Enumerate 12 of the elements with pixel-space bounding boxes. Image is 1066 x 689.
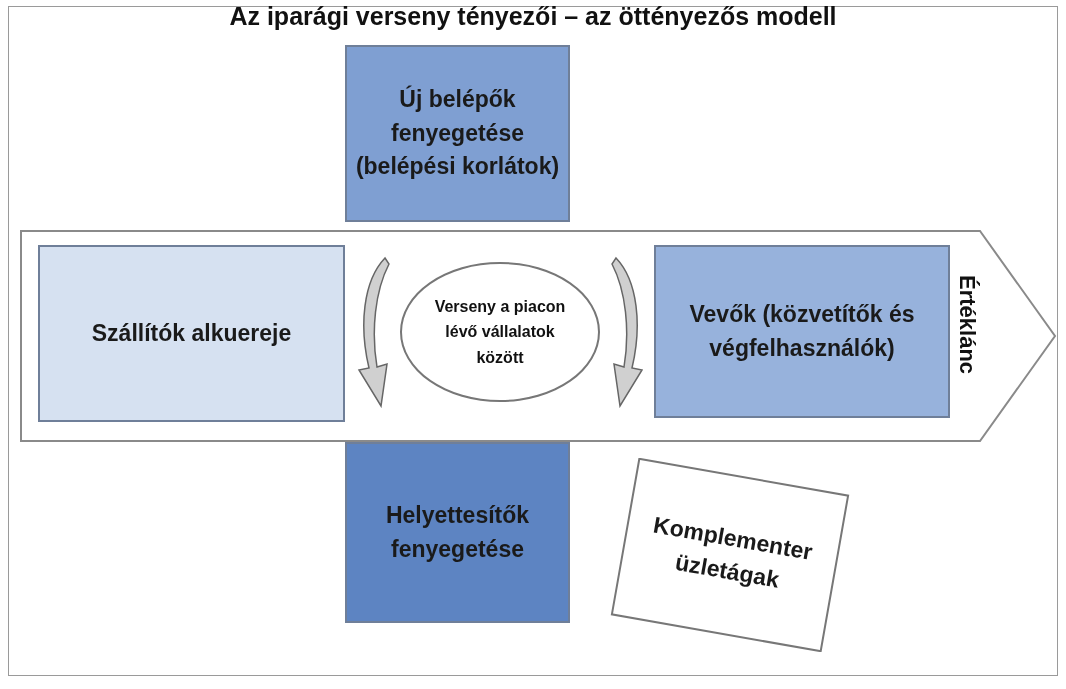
node-label: Új belépők fenyegetése (belépési korlátok) bbox=[355, 84, 560, 182]
node-label: Helyettesítők fenyegetése bbox=[384, 501, 531, 564]
arrow-band bbox=[20, 230, 1058, 442]
title: Az iparági verseny tényezői – az öttényezős modell bbox=[228, 2, 838, 31]
process-box bbox=[345, 45, 570, 222]
process-box bbox=[654, 245, 950, 418]
process-box bbox=[345, 442, 570, 623]
node-label: Szállítók alkuereje bbox=[91, 318, 292, 348]
node-label: Vevők (közvetítők és végfelhasználók) bbox=[688, 300, 916, 363]
node-label: Verseny a piacon lévő vállalatok között bbox=[433, 296, 567, 368]
process-box bbox=[38, 245, 345, 422]
band-label: Értéklánc bbox=[954, 275, 981, 375]
